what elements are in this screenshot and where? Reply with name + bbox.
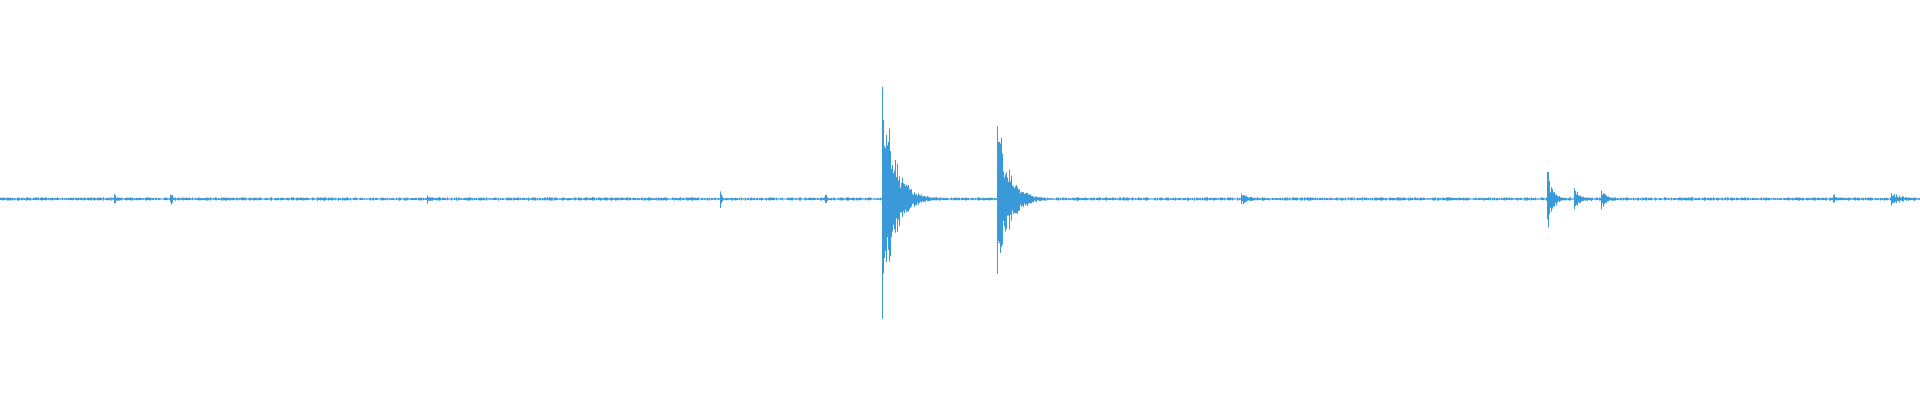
waveform-signal (0, 86, 1920, 319)
waveform-channel (0, 86, 1920, 319)
